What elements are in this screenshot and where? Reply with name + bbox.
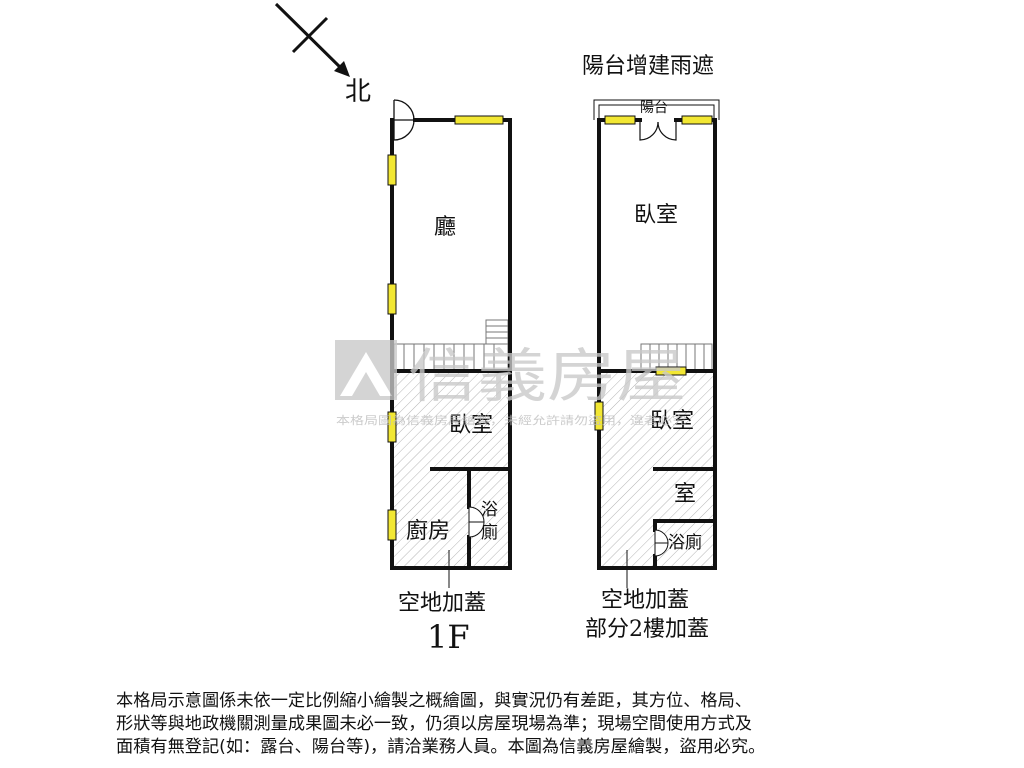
watermark-brand: 信義房屋 — [408, 342, 686, 410]
floor2-bath-label: 浴廁 — [668, 532, 702, 553]
disclaimer-line-1: 本格局示意圖係未依一定比例縮小繪製之概繪圖，與實況仍有差距，其方位、格局、 — [116, 691, 752, 711]
floor1-kitchen-label: 廚房 — [406, 519, 450, 544]
floor2-bedroom-front-label: 臥室 — [634, 203, 678, 228]
floor2-balcony — [593, 99, 720, 120]
floor1-bath-label-top: 浴 — [481, 500, 498, 520]
floor1-annotation: 空地加蓋 — [398, 591, 486, 616]
floor1-windows — [387, 115, 504, 541]
floor2-annotation-line1: 空地加蓋 — [601, 588, 689, 613]
watermark-notice: 本格局圖為信義房屋繪製，未經允許請勿盜用，違者必究 — [336, 413, 686, 427]
floor1-plan — [387, 99, 512, 588]
floor2-balcony-note: 陽台增建雨遮 — [582, 54, 714, 79]
disclaimer-line-2: 形狀等與地政機關測量成果圖未必一致，仍須以房屋現場為準；現場空間使用方式及 — [116, 714, 752, 734]
brand-logo-icon — [335, 340, 397, 400]
watermark: 信義房屋 本格局圖為信義房屋繪製，未經允許請勿盜用，違者必究 — [335, 340, 686, 427]
floor1-bedroom-label: 臥室 — [449, 413, 493, 438]
floor1-title: 1F — [427, 618, 470, 656]
disclaimer-text: 本格局示意圖係未依一定比例縮小繪製之概繪圖，與實況仍有差距，其方位、格局、 形狀… — [116, 690, 916, 759]
floor1-bath-label-bottom: 廁 — [481, 522, 498, 543]
floor2-windows — [594, 115, 713, 431]
floor-plan-diagram: 北 — [274, 2, 720, 656]
floor1-bath-door — [468, 506, 485, 538]
north-label: 北 — [345, 77, 371, 107]
floor2-room-label: 室 — [674, 482, 696, 507]
floor2-bath-door — [654, 529, 669, 557]
floor2-balcony-label: 陽台 — [640, 100, 668, 116]
floor2-plan — [593, 99, 720, 588]
floor2-annotation-line2: 部分2樓加蓋 — [585, 617, 709, 642]
floor2-bedroom-rear-label: 臥室 — [650, 409, 694, 434]
floor2-balcony-door — [639, 120, 677, 141]
floor1-entrance-door — [393, 99, 415, 141]
floor1-living-label: 廳 — [434, 215, 456, 240]
disclaimer-line-3: 面積有無登記(如：露台、陽台等)，請洽業務人員。本圖為信義房屋繪製，盜用必究。 — [116, 737, 766, 757]
north-arrow-icon — [274, 2, 350, 77]
